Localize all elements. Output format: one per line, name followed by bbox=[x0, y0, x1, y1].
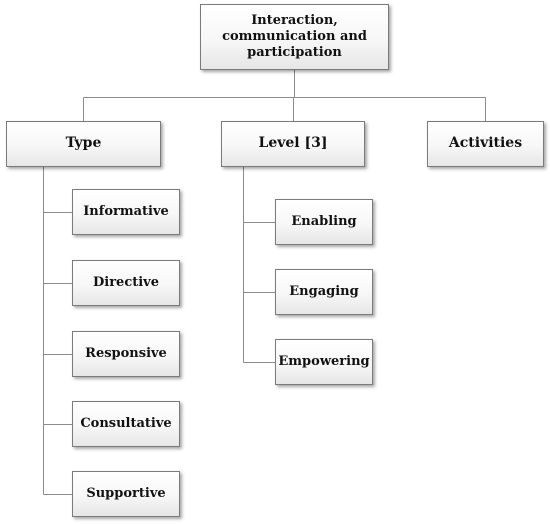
type-node-directive: Directive bbox=[72, 260, 180, 306]
leaf-label: Engaging bbox=[289, 283, 359, 299]
category-node-level: Level [3] bbox=[221, 121, 365, 167]
category-node-type: Type bbox=[6, 121, 161, 167]
level-node-enabling: Enabling bbox=[275, 199, 373, 245]
type-node-consultative: Consultative bbox=[72, 401, 180, 447]
root-node: Interaction, communication and participa… bbox=[200, 4, 389, 70]
leaf-label: Responsive bbox=[85, 345, 167, 361]
category-label: Activities bbox=[448, 135, 523, 152]
category-label: Type bbox=[65, 135, 102, 152]
level-node-engaging: Engaging bbox=[275, 269, 373, 315]
leaf-label: Supportive bbox=[86, 485, 166, 501]
leaf-label: Directive bbox=[92, 274, 159, 290]
category-label: Level [3] bbox=[258, 135, 328, 152]
level-node-empowering: Empowering bbox=[275, 339, 373, 385]
leaf-label: Empowering bbox=[278, 353, 370, 369]
leaf-label: Informative bbox=[83, 203, 169, 219]
type-node-supportive: Supportive bbox=[72, 471, 180, 517]
category-node-activities: Activities bbox=[427, 121, 544, 167]
type-node-informative: Informative bbox=[72, 189, 180, 235]
root-node-label: Interaction, communication and participa… bbox=[222, 12, 367, 61]
leaf-label: Enabling bbox=[291, 213, 357, 229]
leaf-label: Consultative bbox=[80, 415, 172, 431]
type-node-responsive: Responsive bbox=[72, 331, 180, 377]
